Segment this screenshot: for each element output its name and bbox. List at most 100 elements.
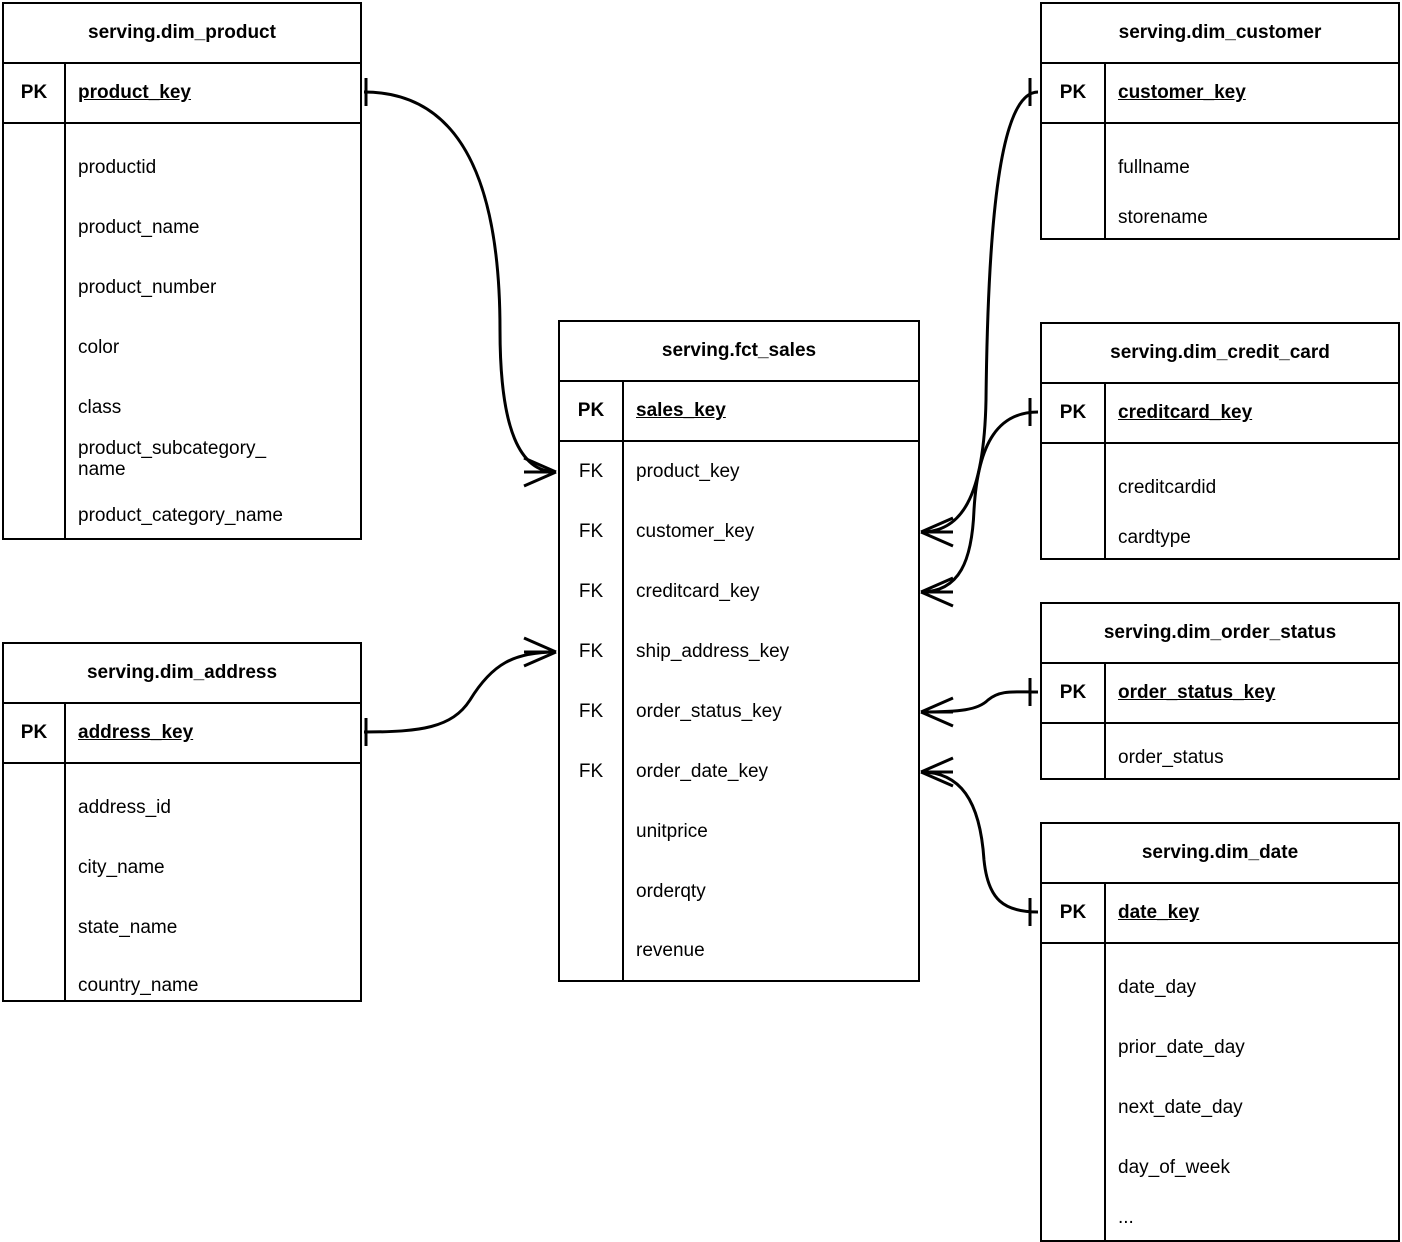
pk-name: product_key [64,64,360,122]
attribute-list: address_id city_name state_name country_… [64,764,360,1000]
entity-dim-date[interactable]: serving.dim_date PK date_key date_day pr… [1040,822,1400,1242]
attribute-item: class [78,397,122,419]
pk-row-dim-product[interactable]: PK product_key [4,64,360,124]
fk-name: ship_address_key [622,622,918,682]
attribute-item: order_status [1118,747,1224,769]
attribute-badge-column [1042,124,1104,238]
attribute-section-dim-customer: fullname storename [1042,124,1398,238]
attribute-section-dim-credit-card: creditcardid cardtype [1042,444,1398,558]
crowsfoot-product [523,456,557,488]
measure-section-fct-sales: unitprice orderqty revenue [560,802,918,980]
entity-dim-product[interactable]: serving.dim_product PK product_key produ… [2,2,362,540]
relationship-line-creditcard [920,410,1039,594]
pk-row-dim-date[interactable]: PK date_key [1042,884,1398,944]
entity-title-dim-customer: serving.dim_customer [1042,4,1398,64]
pk-name: creditcard_key [1104,384,1398,442]
entity-fct-sales[interactable]: serving.fct_sales PK sales_key FK produc… [558,320,920,982]
attribute-item: city_name [78,857,165,879]
pk-badge: PK [1059,902,1087,923]
fk-name: creditcard_key [622,562,918,622]
entity-title-dim-credit-card: serving.dim_credit_card [1042,324,1398,384]
attribute-item: day_of_week [1118,1157,1230,1179]
pk-name: customer_key [1104,64,1398,122]
entity-title-fct-sales: serving.fct_sales [560,322,918,382]
pk-row-dim-order-status[interactable]: PK order_status_key [1042,664,1398,724]
entity-dim-address[interactable]: serving.dim_address PK address_key addre… [2,642,362,1002]
attribute-item: country_name [78,975,199,997]
attribute-item: product_category_name [78,505,283,527]
relationship-line-orderstatus [920,690,1039,714]
entity-title-dim-address: serving.dim_address [4,644,360,704]
crowsfoot-address [523,636,557,668]
pk-badge: PK [1059,82,1087,103]
attribute-badge-column [1042,724,1104,778]
measure-item: orderqty [636,881,706,903]
pk-badge: PK [20,722,48,743]
pk-name: address_key [64,704,360,762]
entity-dim-customer[interactable]: serving.dim_customer PK customer_key ful… [1040,2,1400,240]
attribute-item: address_id [78,797,171,819]
attribute-list: productid product_name product_number co… [64,124,360,538]
entity-title-dim-date: serving.dim_date [1042,824,1398,884]
attribute-item: productid [78,157,157,179]
fk-badge: FK [578,461,604,482]
attribute-item: storename [1118,207,1208,229]
attribute-item: ... [1118,1207,1134,1229]
attribute-item: fullname [1118,157,1190,179]
fk-row-creditcard-key[interactable]: FK creditcard_key [560,562,918,622]
attribute-list: fullname storename [1104,124,1398,238]
fk-row-order-date-key[interactable]: FK order_date_key [560,742,918,802]
crowsfoot-date [920,756,954,788]
fk-name: customer_key [622,502,918,562]
attribute-item: creditcardid [1118,477,1217,499]
fk-badge: FK [578,641,604,662]
attribute-list: order_status [1104,724,1398,778]
fk-row-ship-address-key[interactable]: FK ship_address_key [560,622,918,682]
entity-dim-credit-card[interactable]: serving.dim_credit_card PK creditcard_ke… [1040,322,1400,560]
fk-badge: FK [578,521,604,542]
attribute-badge-column [4,124,64,538]
crowsfoot-orderstatus [920,696,954,728]
pk-name: date_key [1104,884,1398,942]
pk-badge: PK [1059,682,1087,703]
attribute-item: color [78,337,120,359]
fk-badge: FK [578,581,604,602]
pk-row-fct-sales[interactable]: PK sales_key [560,382,918,442]
attribute-section-dim-date: date_day prior_date_day next_date_day da… [1042,944,1398,1240]
measure-badge-column [560,802,622,980]
fk-row-product-key[interactable]: FK product_key [560,442,918,502]
crowsfoot-creditcard [920,576,954,608]
fk-name: product_key [622,442,918,502]
relationship-line-product [363,90,557,474]
pk-badge: PK [577,400,605,421]
relationship-line-customer [920,90,1039,534]
pk-badge: PK [20,82,48,103]
measure-item: unitprice [636,821,708,843]
entity-title-dim-order-status: serving.dim_order_status [1042,604,1398,664]
fk-badge: FK [578,761,604,782]
attribute-section-dim-product: productid product_name product_number co… [4,124,360,538]
fk-name: order_date_key [622,742,918,802]
relationship-line-address [363,650,557,734]
pk-row-dim-address[interactable]: PK address_key [4,704,360,764]
relationship-line-date [920,770,1039,914]
entity-dim-order-status[interactable]: serving.dim_order_status PK order_status… [1040,602,1400,780]
measure-item: revenue [636,940,705,962]
fk-row-customer-key[interactable]: FK customer_key [560,502,918,562]
attribute-item: state_name [78,917,178,939]
attribute-badge-column [4,764,64,1000]
pk-row-dim-credit-card[interactable]: PK creditcard_key [1042,384,1398,444]
pk-badge: PK [1059,402,1087,423]
fk-name: order_status_key [622,682,918,742]
pk-name: order_status_key [1104,664,1398,722]
attribute-item: date_day [1118,977,1197,999]
attribute-list: date_day prior_date_day next_date_day da… [1104,944,1398,1240]
crowsfoot-customer [920,516,954,548]
attribute-item: product_subcategory_ name [78,438,267,481]
pk-row-dim-customer[interactable]: PK customer_key [1042,64,1398,124]
fk-row-order-status-key[interactable]: FK order_status_key [560,682,918,742]
attribute-section-dim-address: address_id city_name state_name country_… [4,764,360,1000]
attribute-badge-column [1042,444,1104,558]
attribute-item: next_date_day [1118,1097,1243,1119]
